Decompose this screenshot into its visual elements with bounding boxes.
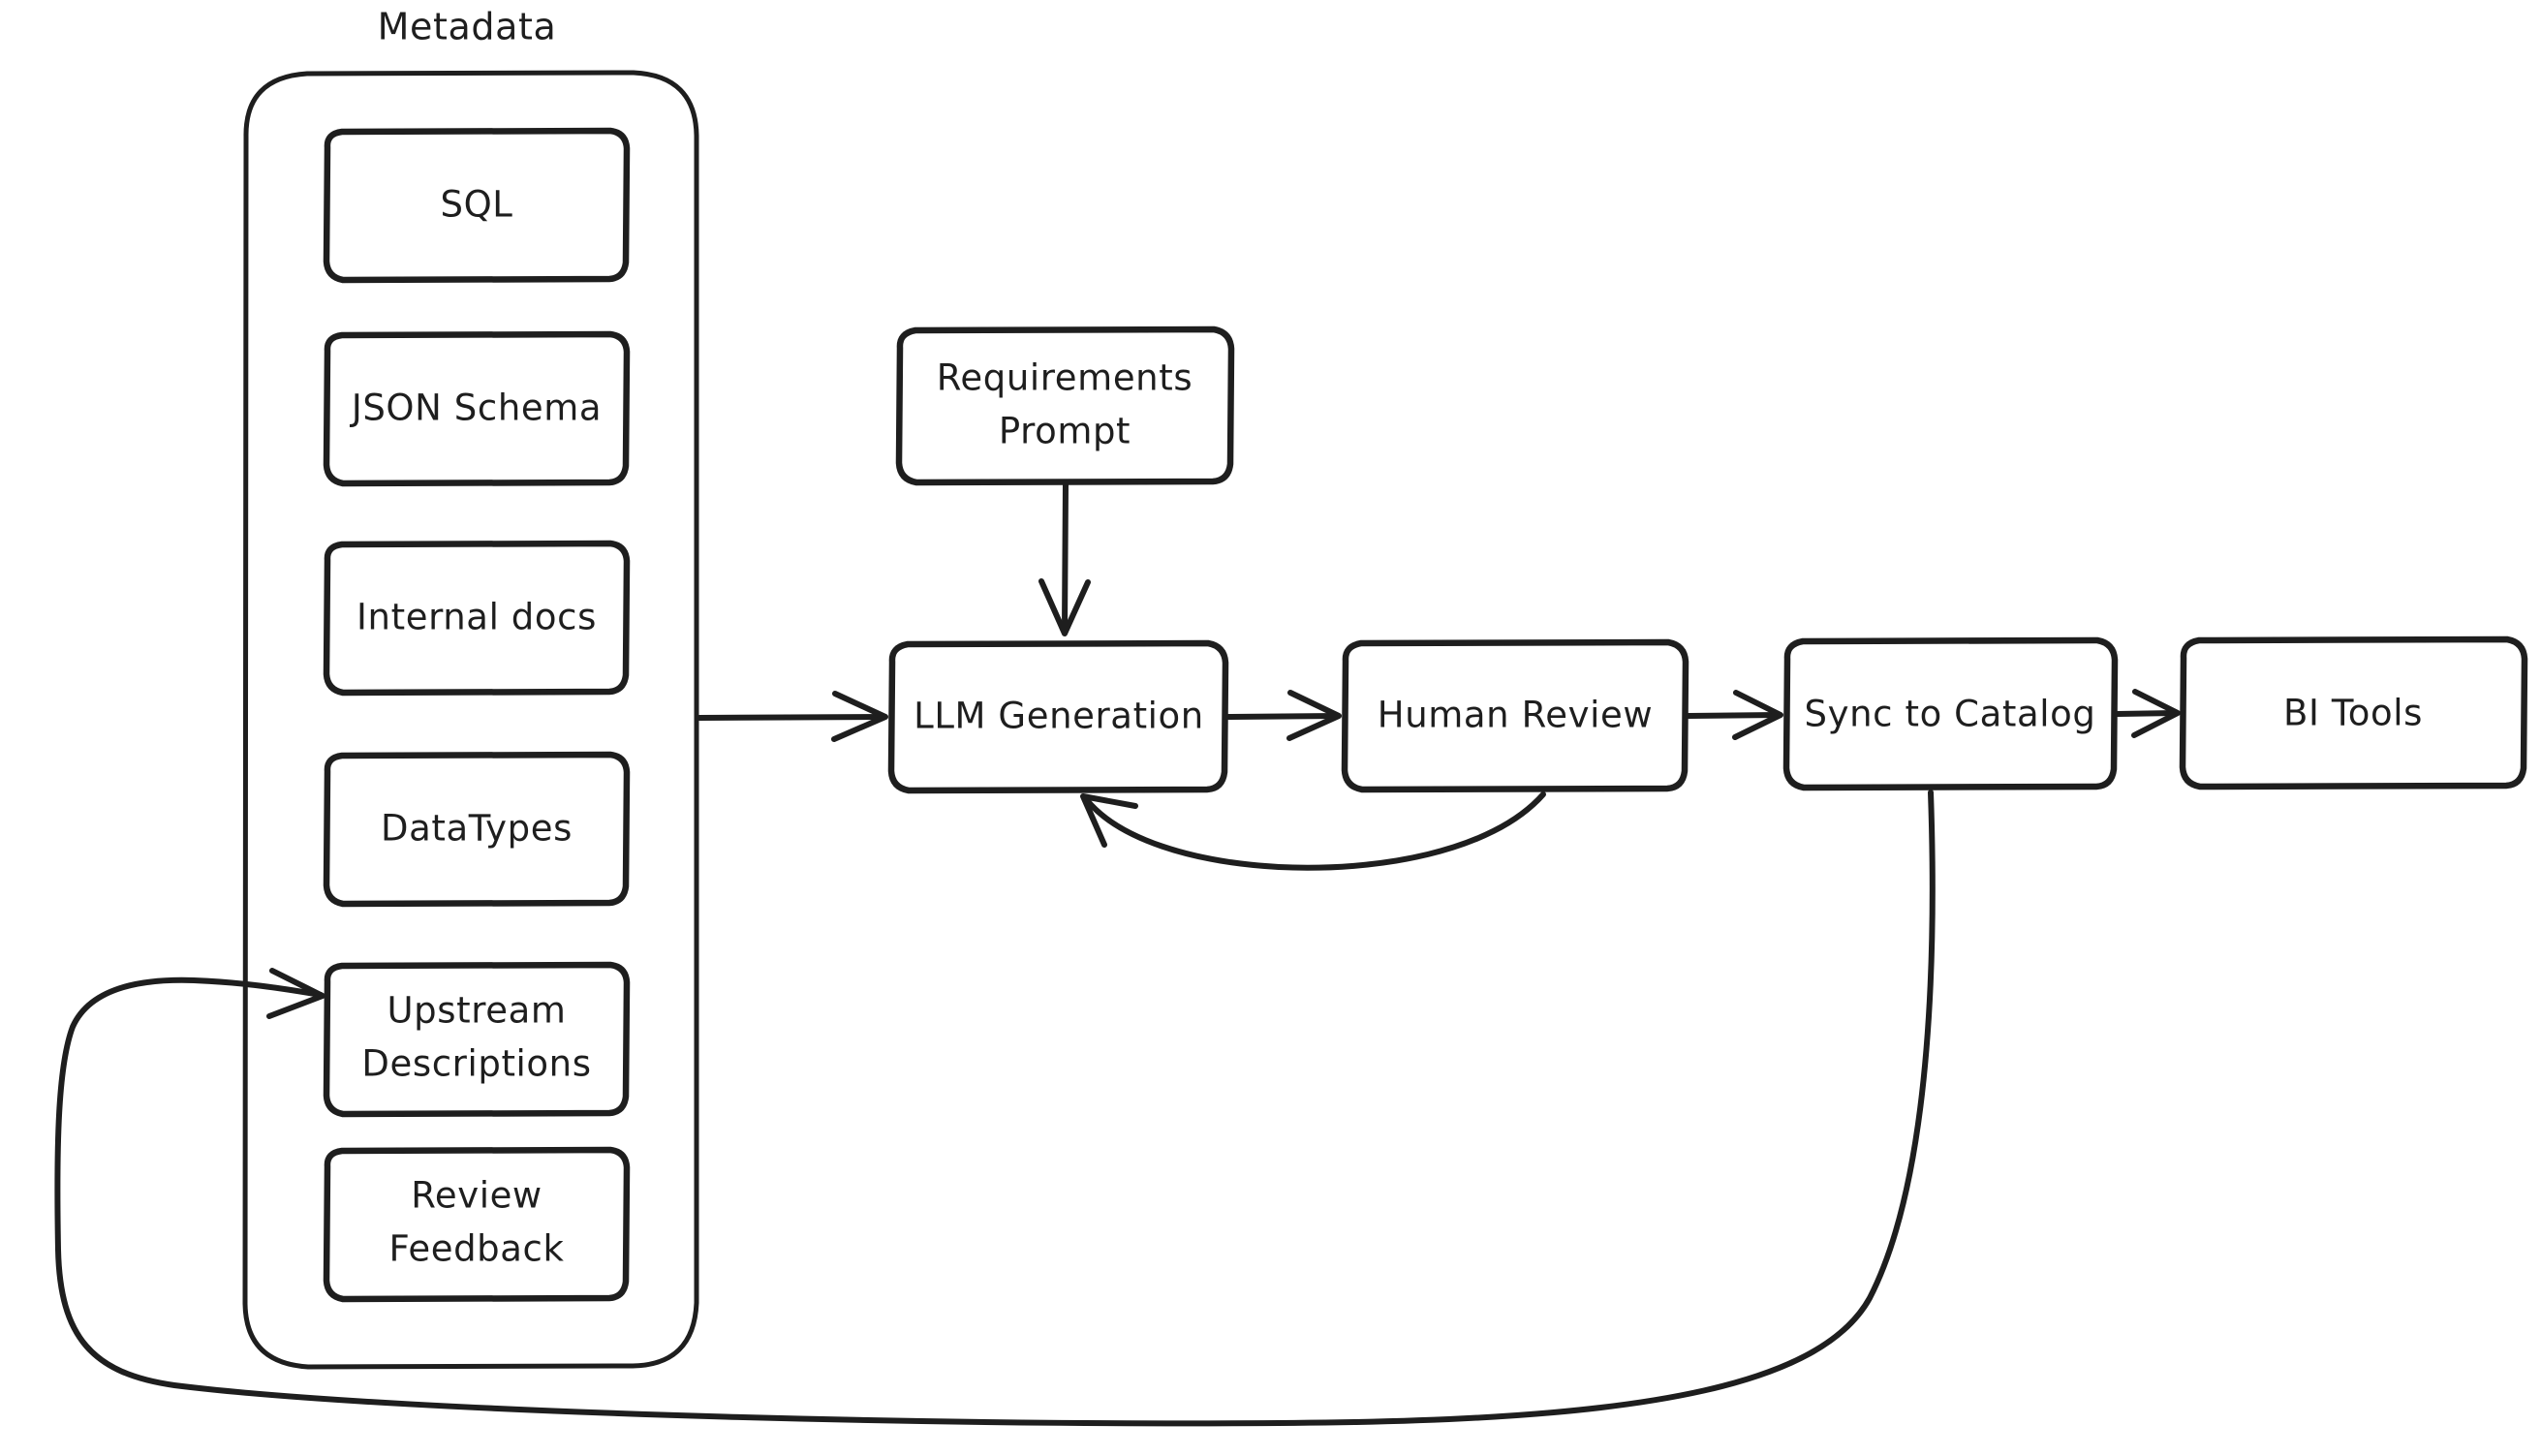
datatypes-box <box>323 751 631 908</box>
metadata-item-json-schema[interactable]: JSON Schema <box>323 330 631 487</box>
requirements-prompt-label-line1: Requirements <box>937 357 1193 399</box>
internal-docs-box <box>323 540 631 697</box>
metadata-item-upstream-descriptions[interactable]: Upstream Descriptions <box>323 961 631 1118</box>
human-review-label: Human Review <box>1378 695 1653 736</box>
sync-to-catalog-label: Sync to Catalog <box>1805 694 2096 735</box>
edge-requirements-prompt-to-llm-generation <box>1038 481 1091 636</box>
node-llm-generation[interactable]: LLM Generation <box>887 639 1229 794</box>
edge-human-review-to-llm-generation-feedback <box>1080 791 1546 871</box>
review-feedback-label-line2: Feedback <box>388 1228 564 1270</box>
node-requirements-prompt[interactable]: Requirements Prompt <box>895 325 1235 486</box>
sync-to-catalog-box <box>1782 636 2119 791</box>
edge-human-review-to-sync-to-catalog <box>1686 690 1783 740</box>
edge-sync-to-catalog-to-upstream-descriptions-loop <box>54 790 1936 1427</box>
node-bi-tools[interactable]: BI Tools <box>2179 635 2528 790</box>
node-sync-to-catalog[interactable]: Sync to Catalog <box>1782 636 2119 791</box>
review-feedback-label-line1: Review <box>411 1175 542 1217</box>
bi-tools-label: BI Tools <box>2283 693 2423 734</box>
json-schema-box <box>323 330 631 487</box>
metadata-item-datatypes[interactable]: DataTypes <box>323 751 631 908</box>
edge-llm-generation-to-human-review <box>1225 690 1342 741</box>
sql-box <box>323 127 631 284</box>
json-schema-label: JSON Schema <box>350 387 602 429</box>
metadata-item-internal-docs[interactable]: Internal docs <box>323 540 631 697</box>
metadata-item-sql[interactable]: SQL <box>323 127 631 284</box>
upstream-descriptions-label-line1: Upstream <box>387 990 566 1032</box>
requirements-prompt-label-line2: Prompt <box>999 411 1131 452</box>
upstream-descriptions-label-line2: Descriptions <box>361 1043 591 1085</box>
human-review-box <box>1341 638 1689 793</box>
review-feedback-box <box>323 1146 631 1303</box>
metadata-group-title: Metadata <box>378 6 557 48</box>
edge-sync-to-catalog-to-bi-tools <box>2115 689 2181 738</box>
llm-generation-box <box>887 639 1229 794</box>
bi-tools-box <box>2179 635 2528 790</box>
node-human-review[interactable]: Human Review <box>1341 638 1689 793</box>
edge-metadata-to-llm-generation <box>697 691 888 742</box>
internal-docs-label: Internal docs <box>356 597 597 638</box>
datatypes-label: DataTypes <box>381 808 573 850</box>
sql-label: SQL <box>440 184 512 226</box>
requirements-prompt-box <box>895 325 1235 486</box>
metadata-item-review-feedback[interactable]: Review Feedback <box>323 1146 631 1303</box>
upstream-descriptions-box <box>323 961 631 1118</box>
llm-generation-label: LLM Generation <box>914 696 1204 737</box>
